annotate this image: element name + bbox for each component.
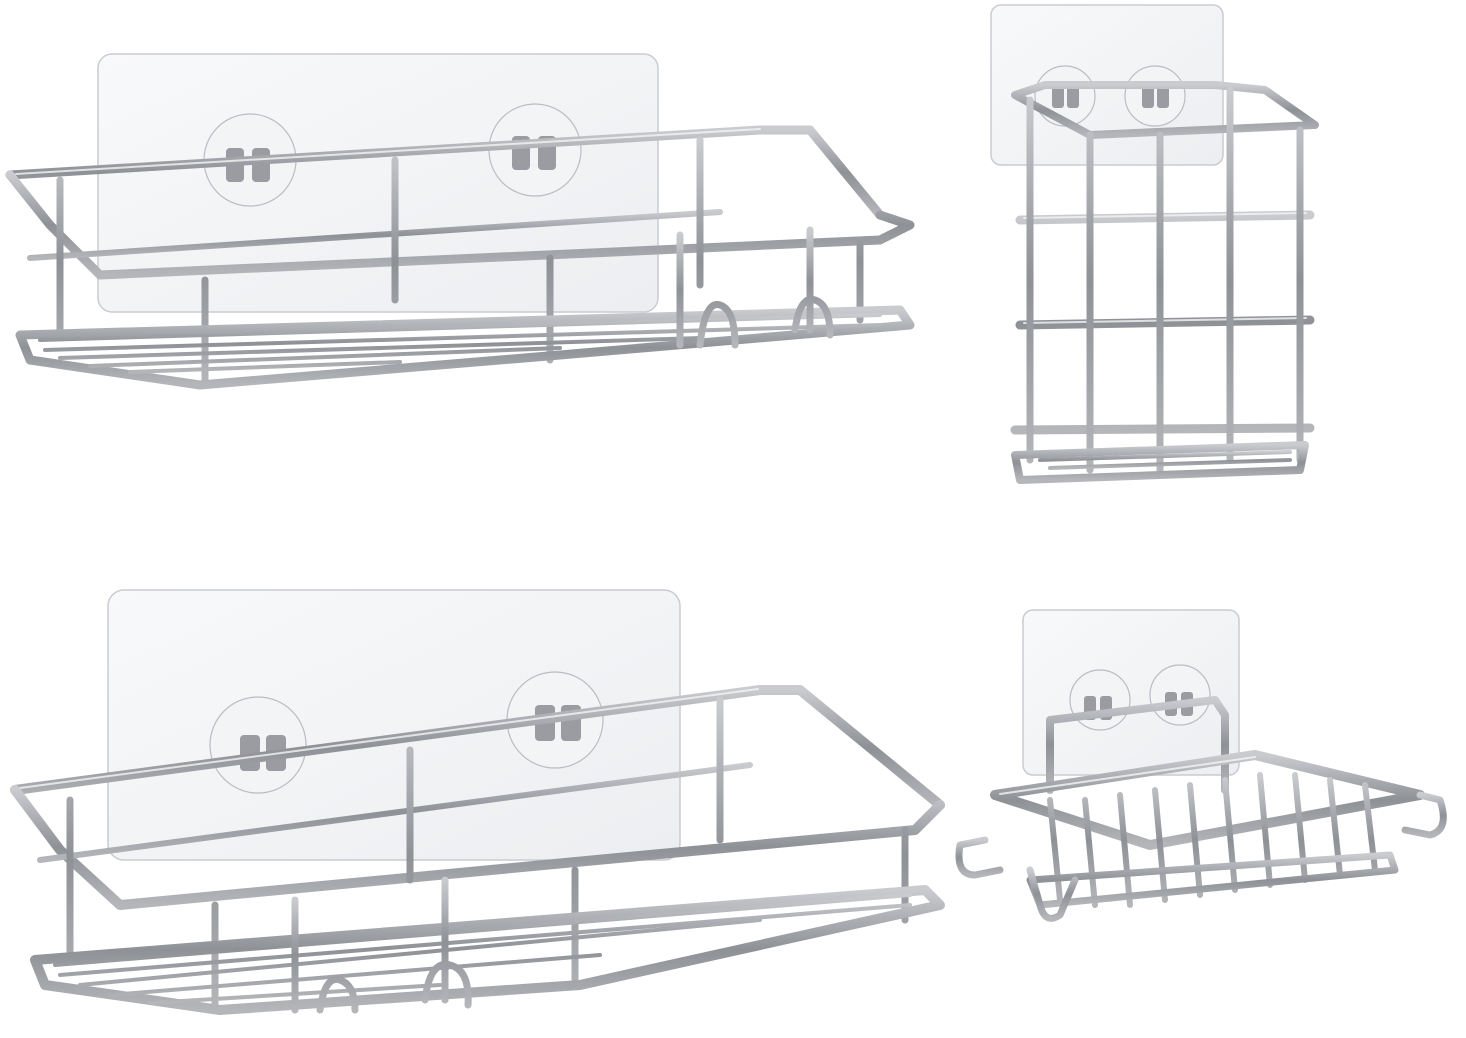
soap-dish — [955, 609, 1447, 922]
hook-disc — [488, 103, 582, 197]
toothbrush-holder — [990, 4, 1319, 484]
basket-ribs — [1047, 772, 1378, 908]
base-slats — [53, 893, 912, 1005]
base-slats — [38, 313, 882, 374]
large-shelf-top — [5, 53, 915, 390]
large-shelf-bottom — [10, 589, 945, 1015]
hook-disc — [1034, 65, 1096, 127]
hook-disc — [1124, 65, 1186, 127]
hook-disc — [1149, 664, 1211, 726]
clip-icon — [1052, 84, 1169, 108]
